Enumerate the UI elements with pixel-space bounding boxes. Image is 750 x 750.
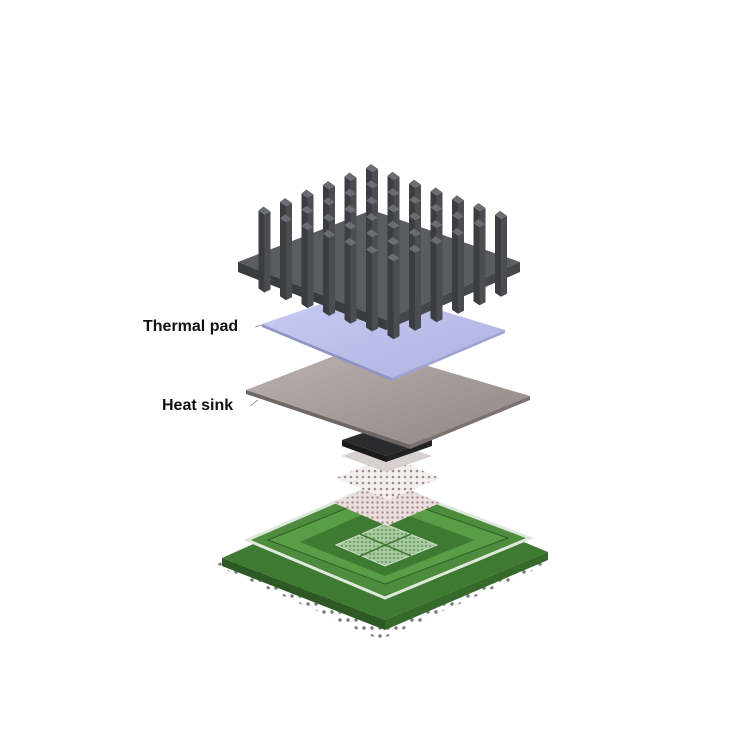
fin-face xyxy=(393,258,400,340)
fin-face xyxy=(286,219,292,301)
fin-face xyxy=(436,241,443,323)
fin-side xyxy=(258,210,265,293)
fin-top xyxy=(387,253,400,262)
finned-heat-sink xyxy=(238,164,520,340)
fin-top xyxy=(366,212,378,221)
fin-side xyxy=(495,214,501,297)
fin-top xyxy=(387,237,400,245)
fin-face xyxy=(415,249,421,331)
fin-face xyxy=(479,224,486,306)
fin-top xyxy=(387,171,400,180)
fin-top xyxy=(323,197,335,206)
thermal-pad-plate xyxy=(262,288,505,381)
fin-side xyxy=(301,226,308,309)
fin-top xyxy=(409,179,421,188)
fin-top xyxy=(366,164,378,172)
fin-top xyxy=(409,228,421,237)
heat-spreader-plate xyxy=(246,346,530,449)
fin-top xyxy=(323,229,335,238)
heat-sink-pointer xyxy=(249,399,259,407)
fin-top xyxy=(323,213,335,222)
fin-face xyxy=(264,211,271,293)
fin-top xyxy=(387,188,400,197)
fin-top xyxy=(430,203,443,212)
fin-face xyxy=(329,234,335,316)
fin-top xyxy=(344,172,357,181)
fin-top xyxy=(452,227,464,236)
fin-top xyxy=(301,189,314,198)
fin-face xyxy=(372,250,378,332)
fin-face xyxy=(350,242,357,324)
fin-top xyxy=(280,198,292,206)
fin-top xyxy=(366,180,378,189)
fin-top xyxy=(409,244,421,253)
fin-top xyxy=(344,188,357,197)
fin-top xyxy=(301,205,314,214)
bump-array xyxy=(334,480,440,526)
fin-top xyxy=(430,236,443,245)
fin-top xyxy=(344,221,357,230)
fin-top xyxy=(387,204,400,213)
fin-top xyxy=(409,195,421,204)
fin-top xyxy=(366,196,378,205)
fin-side xyxy=(452,231,458,314)
fin-top xyxy=(258,206,271,215)
fin-top xyxy=(430,220,443,228)
fin-top xyxy=(409,212,421,221)
fin-top xyxy=(387,220,400,229)
fin-top xyxy=(473,219,486,228)
heat-sink-label: Heat sink xyxy=(162,397,234,414)
fin-side xyxy=(473,223,480,306)
fin-top xyxy=(301,222,314,231)
fin-side xyxy=(387,257,394,340)
fin-top xyxy=(452,211,464,220)
fin-top xyxy=(430,187,443,196)
fin-top xyxy=(344,237,357,246)
thermal-pad-label: Thermal pad xyxy=(143,318,239,335)
fin-face xyxy=(458,232,464,314)
fin-top xyxy=(366,245,378,254)
fin-side xyxy=(280,218,286,301)
fin-top xyxy=(452,195,464,204)
fin-top xyxy=(366,229,378,238)
fin-face xyxy=(307,227,314,309)
fin-top xyxy=(280,214,292,223)
package-substrate xyxy=(243,480,535,600)
fin-top xyxy=(495,210,507,219)
fin-side xyxy=(430,240,437,323)
thermal-pad-pointer xyxy=(254,324,263,328)
fin-side xyxy=(344,241,351,324)
interposer xyxy=(336,456,440,500)
fin-top xyxy=(344,205,357,214)
fin-side xyxy=(323,233,329,316)
fin-top xyxy=(323,181,335,189)
fin-side xyxy=(366,249,372,332)
fin-side xyxy=(409,248,415,331)
fin-top xyxy=(473,203,486,211)
fin-face xyxy=(501,215,507,297)
